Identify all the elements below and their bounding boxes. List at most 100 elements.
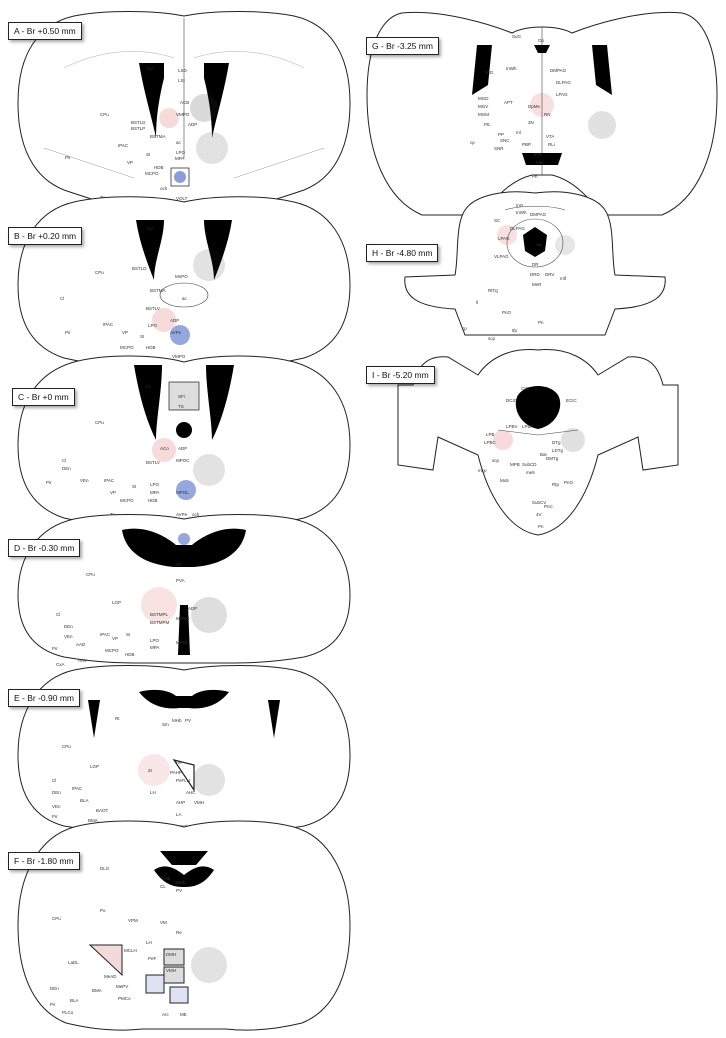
region-label: IPR bbox=[534, 152, 542, 157]
region-label: BSTMA bbox=[150, 288, 166, 293]
region-label: Re bbox=[176, 760, 182, 765]
section-e-label: E - Br -0.90 mm bbox=[8, 689, 80, 707]
region-label: Pir bbox=[65, 155, 71, 160]
region-label: AAV bbox=[78, 658, 87, 663]
region-label: PnO bbox=[502, 310, 512, 315]
region-label: BMA bbox=[92, 988, 102, 993]
region-label: CPu bbox=[52, 916, 61, 921]
region-label: LPO bbox=[148, 323, 158, 328]
region-label: SC bbox=[494, 218, 501, 223]
region-label: ME bbox=[180, 1012, 187, 1017]
region-label: PIL bbox=[484, 122, 491, 127]
region-label: VOLT bbox=[176, 196, 188, 201]
region-label: MPOL bbox=[176, 490, 189, 495]
region-label: CL bbox=[160, 884, 166, 889]
region-label: RtTg bbox=[488, 288, 498, 293]
region-label: MPOL bbox=[176, 640, 189, 645]
region-label: BSTLP bbox=[131, 126, 146, 131]
region-label: DLPAG bbox=[510, 226, 525, 231]
region-label: MCPO bbox=[145, 171, 159, 176]
region-label: LV bbox=[146, 384, 152, 389]
section-g-outline bbox=[366, 11, 718, 216]
region-label: cp bbox=[462, 326, 467, 331]
region-label: Pir bbox=[46, 480, 52, 485]
region-label: LHb bbox=[162, 876, 171, 881]
region-label: BSTLD bbox=[132, 266, 147, 271]
region-label: BLA bbox=[80, 798, 89, 803]
region-label: VEn bbox=[64, 634, 73, 639]
region-label: MeAD bbox=[104, 974, 117, 979]
section-i-outline bbox=[397, 349, 679, 536]
region-label: LPBV bbox=[506, 424, 518, 429]
region-label: MCPO bbox=[120, 498, 134, 503]
section-h-outline bbox=[404, 191, 666, 336]
region-label: RN bbox=[544, 112, 551, 117]
region-label: DMPAG bbox=[550, 68, 567, 73]
region-label: SNC bbox=[500, 138, 510, 143]
region-label: BSTMPM bbox=[150, 620, 170, 625]
region-label: VM bbox=[160, 920, 167, 925]
section-d-label: D - Br -0.30 mm bbox=[8, 539, 81, 557]
region-label: MCPO bbox=[120, 345, 134, 350]
region-label: VLPAG bbox=[494, 254, 509, 259]
region-label: Arc bbox=[162, 1012, 169, 1017]
region-label: Pir bbox=[52, 646, 58, 651]
region-label: TS bbox=[178, 404, 184, 409]
region-label: MPA bbox=[175, 156, 185, 161]
region-label: MM bbox=[536, 160, 544, 165]
region-label: Po bbox=[100, 908, 106, 913]
region-label: SI bbox=[132, 484, 137, 489]
region-label: PAHP bbox=[170, 770, 182, 775]
region-label: Pn bbox=[532, 174, 538, 179]
region-label: VP bbox=[112, 636, 119, 641]
region-label: Cl bbox=[62, 458, 67, 463]
region-label: CIC bbox=[521, 386, 529, 391]
region-label: LSI bbox=[178, 78, 185, 83]
region-label: BSTMA bbox=[150, 134, 166, 139]
region-label: HDB bbox=[125, 652, 135, 657]
region-label: HDB bbox=[148, 498, 158, 503]
region-label: VTA bbox=[546, 134, 555, 139]
region-label: VEn bbox=[80, 478, 89, 483]
region-label: DMH bbox=[166, 952, 177, 957]
region-label: VEn bbox=[52, 804, 61, 809]
region-label: cp bbox=[470, 140, 475, 145]
region-label: BSTMPL bbox=[150, 612, 169, 617]
region-label: RLi bbox=[548, 142, 555, 147]
region-label: ADP bbox=[188, 606, 198, 611]
region-label: DLPAG bbox=[556, 80, 571, 85]
region-label: DEn bbox=[64, 624, 73, 629]
region-label: Rt bbox=[115, 716, 120, 721]
region-label: VP bbox=[122, 330, 129, 335]
region-label: VP bbox=[127, 160, 134, 165]
region-label: InG bbox=[516, 203, 524, 208]
region-label: LPO bbox=[150, 482, 160, 487]
region-label: PMCo bbox=[118, 996, 131, 1001]
region-label: PnC bbox=[544, 504, 553, 509]
region-label: Pn bbox=[538, 524, 544, 529]
region-label: MPA bbox=[150, 645, 160, 650]
region-label: scp bbox=[492, 458, 500, 463]
region-label: LDTg bbox=[552, 448, 564, 453]
region-label: Sm bbox=[162, 722, 169, 727]
region-label: Bar bbox=[540, 452, 548, 457]
region-label: SI bbox=[126, 632, 131, 637]
region-label: mlf bbox=[560, 276, 566, 281]
section-a-outline bbox=[17, 11, 351, 219]
region-label: MCPO bbox=[105, 648, 119, 653]
region-label: CPu bbox=[62, 744, 71, 749]
region-label: Pir bbox=[50, 1002, 56, 1007]
region-label: Mo5 bbox=[500, 478, 509, 483]
region-label: InWh bbox=[506, 66, 517, 71]
region-label: BSTLD bbox=[131, 120, 146, 125]
region-label: DEn bbox=[62, 466, 71, 471]
region-label: MnPO bbox=[175, 274, 188, 279]
region-label: SNR bbox=[494, 146, 504, 151]
region-label: AHC bbox=[186, 790, 196, 795]
region-label: scp bbox=[488, 336, 496, 341]
region-label: MGV bbox=[478, 104, 489, 109]
region-label: 3V bbox=[176, 562, 182, 567]
region-label: InG bbox=[486, 70, 494, 75]
region-label: CPu bbox=[100, 112, 109, 117]
region-label: AHP bbox=[176, 800, 186, 805]
